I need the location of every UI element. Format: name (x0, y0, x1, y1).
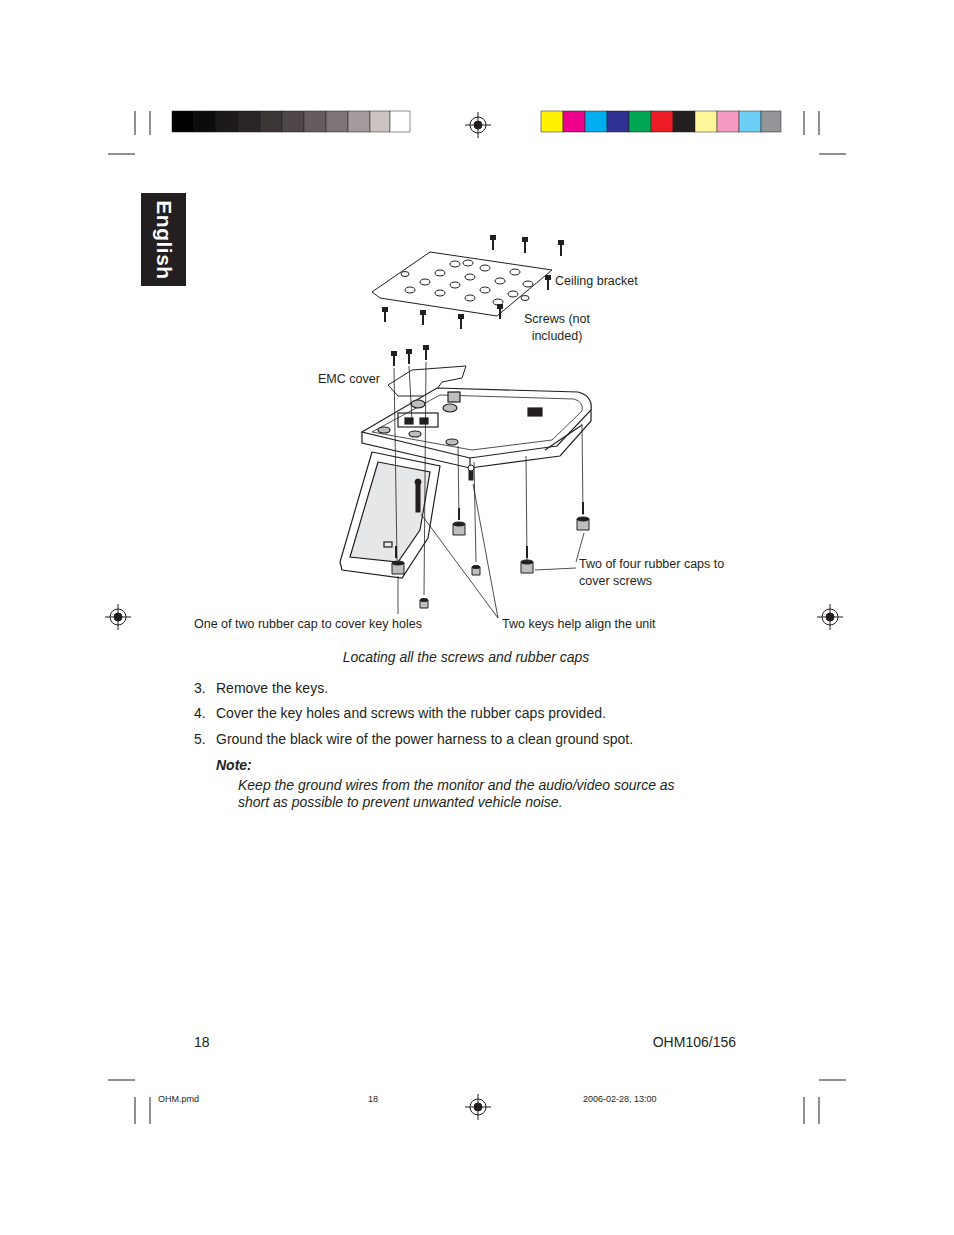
step-text: Ground the black wire of the power harne… (216, 731, 633, 749)
step-text: Cover the key holes and screws with the … (216, 705, 606, 723)
note-heading: Note: (216, 757, 252, 775)
step-text: Remove the keys. (216, 680, 328, 698)
callout-label: One of two rubber cap to cover key holes (194, 617, 422, 633)
language-tab: English (141, 193, 186, 286)
callout-label: Two of four rubber caps to cover screws (579, 556, 737, 590)
note-text: Keep the ground wires from the monitor a… (238, 777, 690, 811)
print-page: 18 (368, 1094, 378, 1105)
figure-caption: Locating all the screws and rubber caps (343, 649, 590, 667)
step-number: 3. (194, 680, 206, 698)
model-number: OHM106/156 (653, 1034, 736, 1052)
file-name: OHM.pmd (158, 1094, 199, 1105)
part-label: Screws (not included) (513, 311, 601, 345)
part-label: Ceiling bracket (555, 274, 638, 290)
step-number: 5. (194, 731, 206, 749)
print-date: 2006-02-28, 13:00 (583, 1094, 657, 1105)
step-number: 4. (194, 705, 206, 723)
tab-text: English (152, 200, 176, 279)
part-label: EMC cover (318, 372, 380, 388)
callout-label: Two keys help align the unit (502, 617, 656, 633)
page-number: 18 (194, 1034, 210, 1052)
